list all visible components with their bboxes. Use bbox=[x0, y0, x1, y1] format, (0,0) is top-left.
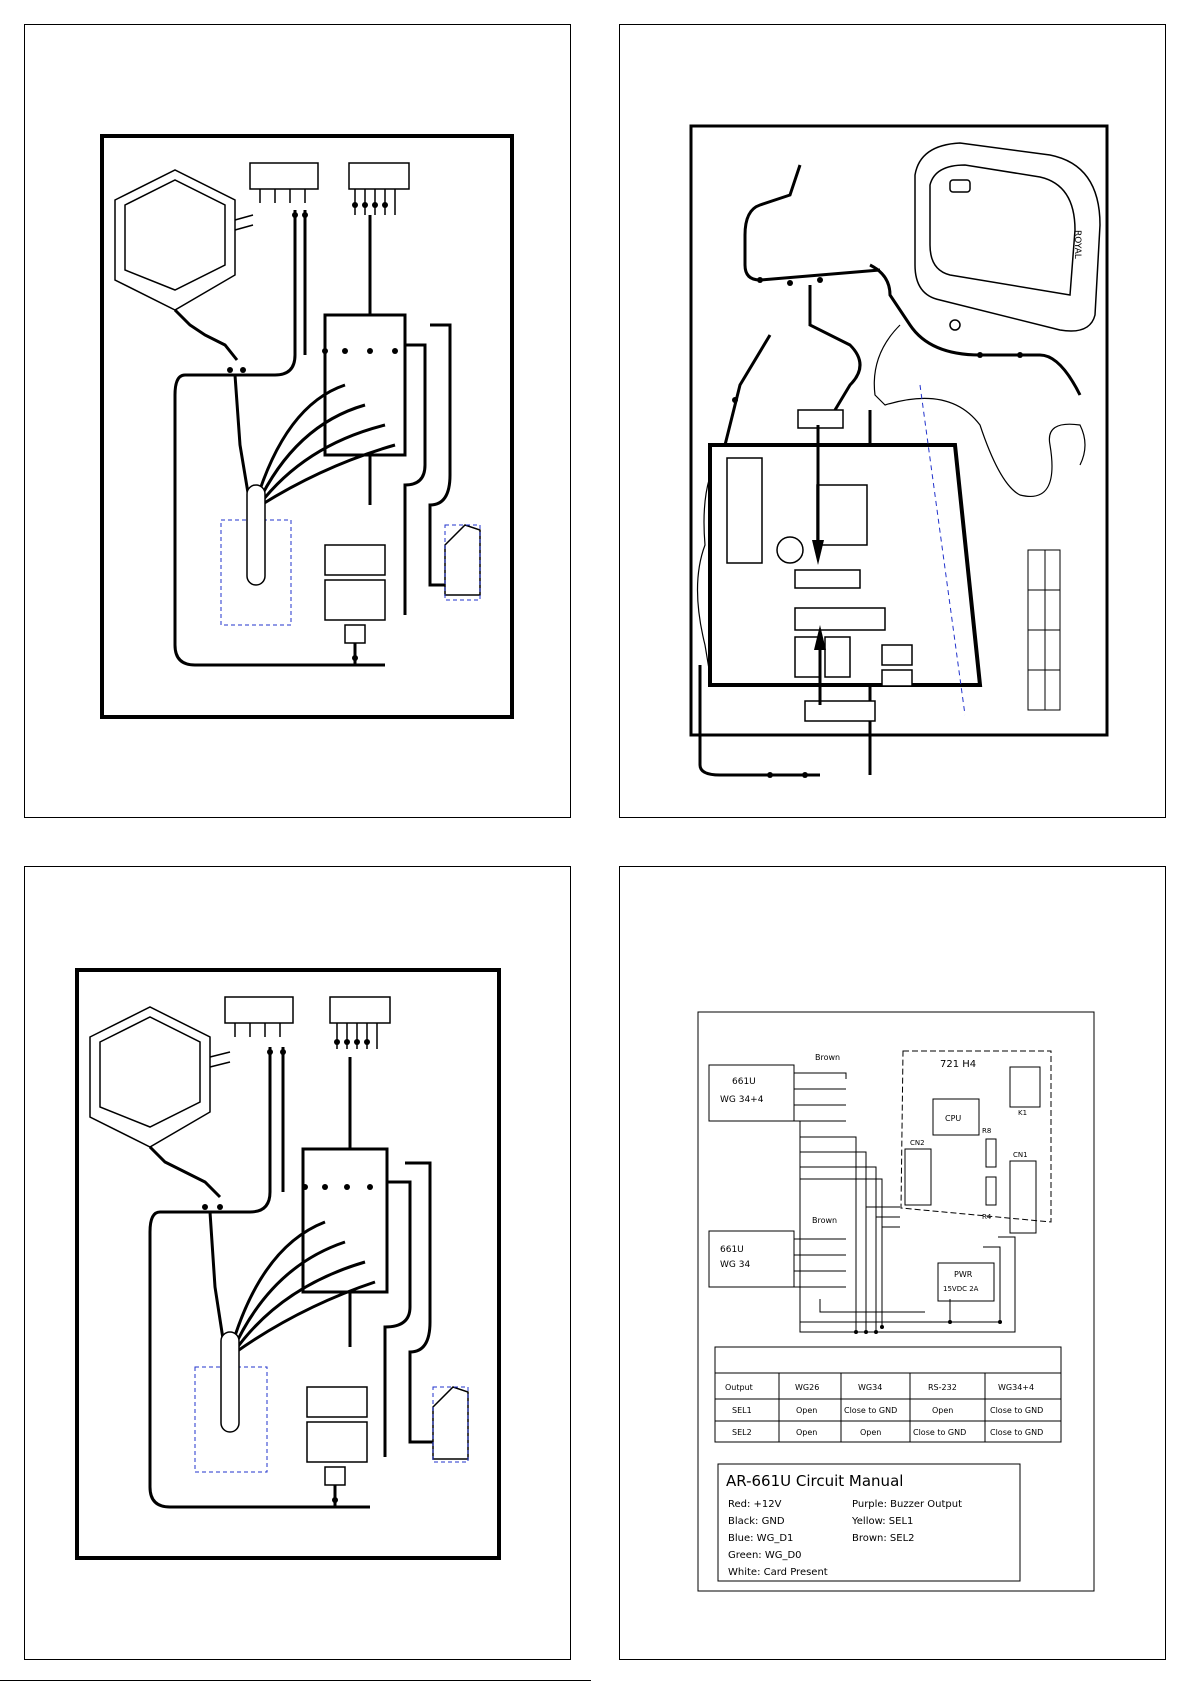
table-header-wg34-4: WG34+4 bbox=[998, 1383, 1034, 1392]
table-cell: Open bbox=[860, 1428, 881, 1437]
table-cell: Close to GND bbox=[990, 1428, 1043, 1437]
right-device-icon bbox=[432, 1386, 469, 1463]
table-header-wg26: WG26 bbox=[795, 1383, 819, 1392]
reader-top-model: 661U bbox=[732, 1077, 756, 1087]
ac-adapter-icon bbox=[114, 169, 254, 361]
table-cell: Close to GND bbox=[844, 1406, 897, 1415]
manual-title: AR-661U Circuit Manual bbox=[726, 1472, 903, 1490]
table-cell: Open bbox=[796, 1406, 817, 1415]
connector-top-right-icon bbox=[329, 996, 391, 1049]
board-label: 721 H4 bbox=[940, 1059, 976, 1070]
legend-white: White: Card Present bbox=[728, 1567, 828, 1578]
reader-box-top: 661U WG 34+4 bbox=[708, 1064, 795, 1122]
legend-blue: Blue: WG_D1 bbox=[728, 1533, 793, 1544]
legend-red: Red: +12V bbox=[728, 1499, 782, 1510]
page-bottom-rule bbox=[0, 1680, 591, 1681]
brown-label-bottom: Brown bbox=[812, 1216, 837, 1225]
pwr-label: PWR bbox=[954, 1270, 973, 1279]
connector-top-right-icon bbox=[348, 162, 410, 215]
controller-connector-icon bbox=[306, 1386, 368, 1486]
connector-top-left-icon bbox=[224, 996, 294, 1037]
panel-installation-diagram: ROYAL bbox=[619, 24, 1166, 818]
reader-outline-icon bbox=[194, 1331, 268, 1473]
table-cell: Open bbox=[932, 1406, 953, 1415]
r4-label: R4 bbox=[982, 1213, 992, 1221]
brand-label: ROYAL bbox=[1072, 230, 1082, 259]
ac-adapter-icon bbox=[89, 1006, 231, 1199]
panel-wiring-diagram-1 bbox=[24, 24, 571, 818]
table-row-sel1: SEL1 Open Close to GND Open Close to GND bbox=[732, 1406, 1043, 1415]
reader-bottom-mode: WG 34 bbox=[720, 1260, 750, 1270]
board-721h4: 721 H4 CPU K1 R8 R4 CN2 CN1 bbox=[900, 1050, 1052, 1234]
direction-arrow-up-icon bbox=[814, 625, 826, 705]
reader-box-bottom: 661U WG 34 bbox=[708, 1230, 795, 1288]
r8-label: R8 bbox=[982, 1127, 991, 1135]
table-cell: Open bbox=[796, 1428, 817, 1437]
legend-brown: Brown: SEL2 bbox=[852, 1533, 915, 1544]
manual-legend-box: AR-661U Circuit Manual Red: +12V Black: … bbox=[717, 1463, 1021, 1582]
table-row-sel2: SEL2 Open Open Close to GND Close to GND bbox=[732, 1428, 1043, 1437]
controller-pcb-icon bbox=[708, 409, 983, 722]
brown-label-top: Brown bbox=[815, 1053, 840, 1062]
legend-purple: Purple: Buzzer Output bbox=[852, 1499, 962, 1510]
direction-arrow-down-icon bbox=[812, 425, 824, 565]
wire-harness bbox=[173, 210, 465, 667]
table-cell: SEL2 bbox=[732, 1428, 752, 1437]
connector-top-left-icon bbox=[249, 162, 319, 203]
panel-wiring-diagram-2 bbox=[24, 866, 571, 1660]
cn1-label: CN1 bbox=[1013, 1151, 1028, 1159]
legend-yellow: Yellow: SEL1 bbox=[851, 1516, 913, 1527]
table-cell: Close to GND bbox=[913, 1428, 966, 1437]
panel-circuit-manual: 661U WG 34+4 661U WG 34 Brown Brown bbox=[619, 866, 1166, 1660]
k1-label: K1 bbox=[1018, 1109, 1027, 1117]
controller-connector-icon bbox=[324, 544, 386, 644]
reader-bottom-model: 661U bbox=[720, 1245, 744, 1255]
right-device-icon bbox=[444, 524, 481, 601]
cpu-label: CPU bbox=[945, 1114, 961, 1123]
pwr-rating: 15VDC 2A bbox=[943, 1285, 979, 1293]
power-box: PWR 15VDC 2A bbox=[937, 1262, 995, 1302]
side-legend-table bbox=[1027, 549, 1061, 711]
circuit-schematic: 661U WG 34+4 661U WG 34 Brown Brown bbox=[697, 1011, 1095, 1592]
table-header-row: Output WG26 WG34 RS-232 WG34+4 bbox=[725, 1383, 1034, 1392]
reader-top-mode: WG 34+4 bbox=[720, 1095, 764, 1105]
reader-outline-icon bbox=[220, 484, 292, 626]
schematic-wires bbox=[794, 1072, 1016, 1333]
legend-black: Black: GND bbox=[728, 1516, 785, 1527]
selection-table bbox=[714, 1346, 1062, 1443]
wire-harness bbox=[148, 1047, 445, 1509]
table-header-output: Output bbox=[725, 1383, 753, 1392]
installation-diagram: ROYAL bbox=[689, 124, 1109, 778]
cn2-label: CN2 bbox=[910, 1139, 925, 1147]
card-reader-icon bbox=[914, 142, 1101, 332]
wiring-diagram-2 bbox=[75, 968, 501, 1560]
wiring-diagram-1 bbox=[100, 134, 514, 719]
table-header-wg34: WG34 bbox=[858, 1383, 882, 1392]
table-cell: SEL1 bbox=[732, 1406, 752, 1415]
legend-green: Green: WG_D0 bbox=[728, 1550, 802, 1561]
table-header-rs232: RS-232 bbox=[928, 1383, 957, 1392]
table-cell: Close to GND bbox=[990, 1406, 1043, 1415]
